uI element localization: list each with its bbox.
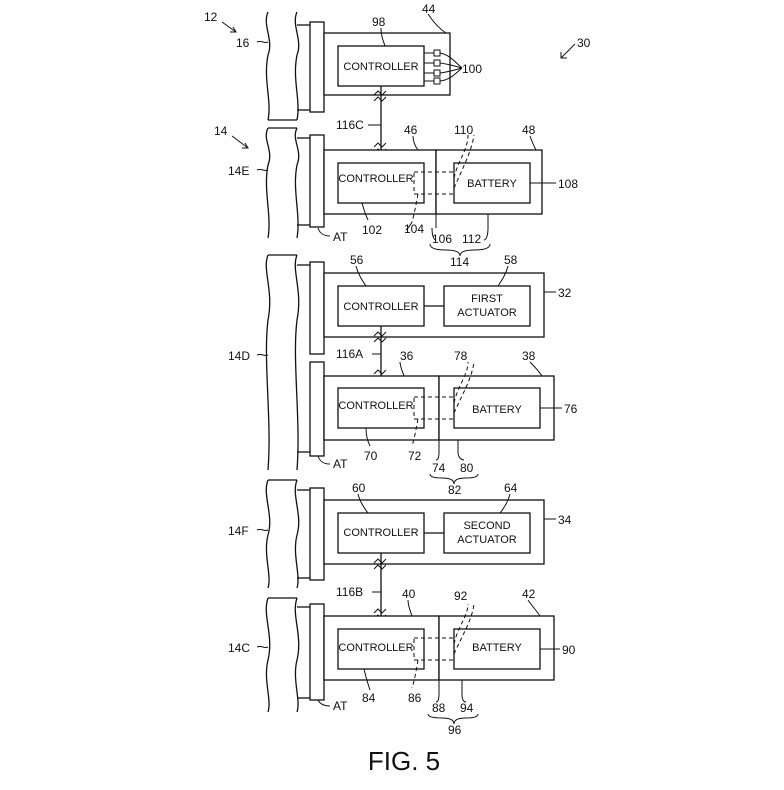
- at-label-14E: AT: [333, 230, 348, 244]
- ref-110: 110: [454, 123, 473, 137]
- ref-84: 84: [362, 691, 376, 705]
- ref-36: 36: [400, 349, 414, 363]
- ref-56: 56: [350, 253, 364, 267]
- unit-36-38: CONTROLLER BATTERY: [323, 361, 555, 447]
- ref-58: 58: [504, 253, 518, 267]
- ref-34: 34: [558, 513, 572, 527]
- second-actuator-64-box: [443, 512, 531, 554]
- ref-38: 38: [522, 349, 536, 363]
- frame-tube-14C: [265, 597, 300, 713]
- ref-102: 102: [362, 223, 382, 237]
- ref-42: 42: [522, 587, 536, 601]
- controller-56-label: CONTROLLER: [343, 301, 418, 313]
- ref-92: 92: [454, 589, 468, 603]
- ref-90: 90: [562, 643, 576, 657]
- unit-44: CONTROLLER: [323, 32, 463, 96]
- ref-40: 40: [402, 587, 416, 601]
- first-actuator-line2: ACTUATOR: [457, 307, 517, 319]
- mounting-plates: [297, 21, 325, 701]
- battery-76-label: BATTERY: [472, 404, 522, 416]
- reference-numerals: 12 16 98 44 30 100 14 14E 116C 46 110 48…: [204, 2, 591, 737]
- unit-32: CONTROLLER FIRST ACTUATOR: [323, 272, 545, 338]
- ref-76: 76: [564, 402, 578, 416]
- ref-48: 48: [522, 123, 536, 137]
- ref-32: 32: [558, 286, 572, 300]
- unit-46-48: CONTROLLER BATTERY: [323, 134, 543, 223]
- leader-lines: [221, 13, 576, 725]
- battery-90-label: BATTERY: [472, 642, 522, 654]
- ref-30: 30: [577, 36, 591, 50]
- frame-tube-16: [265, 11, 300, 121]
- ref-98: 98: [372, 15, 386, 29]
- ref-16: 16: [236, 36, 250, 50]
- ref-14C: 14C: [228, 641, 250, 655]
- ref-72: 72: [408, 449, 422, 463]
- controller-60-label: CONTROLLER: [343, 527, 418, 539]
- at-label-14D: AT: [333, 457, 348, 471]
- ref-96: 96: [448, 723, 462, 737]
- unit-40-42: CONTROLLER BATTERY: [323, 603, 555, 689]
- controller-84-label: CONTROLLER: [338, 642, 413, 654]
- controller-98-box: [337, 45, 425, 87]
- controller-70-box: [337, 387, 425, 429]
- battery-108-label: BATTERY: [467, 178, 517, 190]
- second-actuator-line2: ACTUATOR: [457, 534, 517, 546]
- ref-108: 108: [558, 177, 578, 191]
- controller-60-box: [337, 512, 425, 554]
- ref-14E: 14E: [228, 164, 249, 178]
- ref-88: 88: [432, 701, 446, 715]
- ref-114: 114: [450, 255, 469, 269]
- controller-102-box: [337, 162, 425, 204]
- ref-14F: 14F: [228, 524, 249, 538]
- second-actuator-line1: SECOND: [463, 520, 510, 532]
- frame-tube-14D: [265, 254, 300, 471]
- controller-84-box: [337, 628, 425, 670]
- ref-14D: 14D: [228, 349, 250, 363]
- at-label-14C: AT: [333, 699, 348, 713]
- ref-94: 94: [460, 701, 474, 715]
- ref-100: 100: [462, 62, 482, 76]
- first-actuator-58-box: [443, 285, 531, 327]
- ref-116B: 116B: [336, 585, 363, 599]
- ref-82: 82: [448, 483, 462, 497]
- ref-116C: 116C: [336, 118, 364, 132]
- ref-104: 104: [404, 222, 424, 236]
- battery-76-box: [453, 387, 541, 429]
- battery-108-box: [453, 162, 531, 204]
- ref-78: 78: [454, 349, 468, 363]
- controller-102-label: CONTROLLER: [338, 173, 413, 185]
- ref-112: 112: [462, 232, 481, 246]
- ref-44: 44: [422, 2, 436, 16]
- ref-70: 70: [364, 449, 378, 463]
- frame-tube-14F: [265, 479, 300, 589]
- frame-tube-14E: [265, 127, 300, 239]
- ref-106: 106: [432, 232, 452, 246]
- ref-60: 60: [352, 481, 366, 495]
- figure-caption: FIG. 5: [368, 746, 440, 776]
- controller-98-label: CONTROLLER: [343, 61, 418, 73]
- ref-64: 64: [504, 481, 518, 495]
- first-actuator-line1: FIRST: [471, 293, 503, 305]
- ref-12: 12: [204, 10, 218, 24]
- ref-116A: 116A: [336, 347, 363, 361]
- ref-14: 14: [214, 124, 228, 138]
- controller-56-box: [337, 285, 425, 327]
- ref-86: 86: [408, 691, 422, 705]
- ref-80: 80: [460, 461, 474, 475]
- unit-34: CONTROLLER SECOND ACTUATOR: [323, 499, 545, 565]
- ref-46: 46: [404, 123, 418, 137]
- ref-74: 74: [432, 461, 446, 475]
- controller-70-label: CONTROLLER: [338, 400, 413, 412]
